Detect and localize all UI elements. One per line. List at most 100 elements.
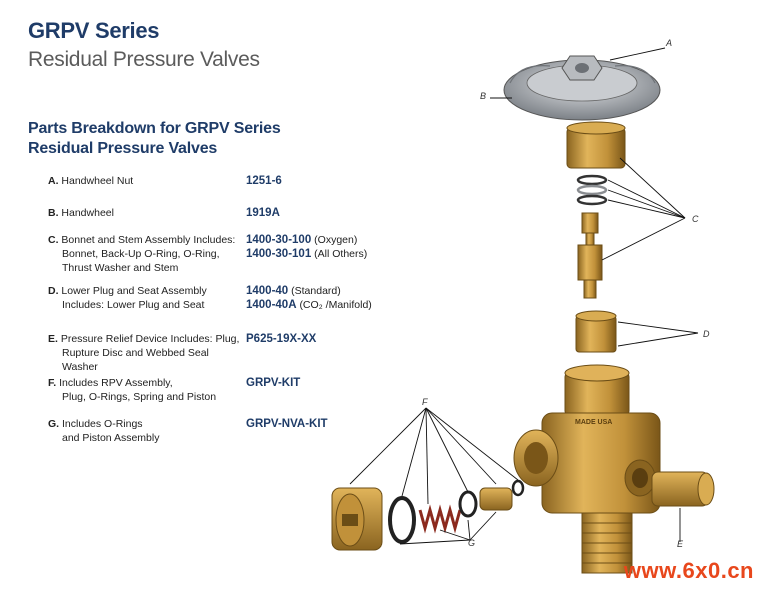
part-number-note: (Standard) — [291, 285, 341, 297]
part-description-text: Handwheel — [61, 207, 114, 219]
part-description-text: Includes RPV Assembly, — [59, 377, 173, 389]
part-row: C. Bonnet and Stem Assembly Includes:Bon… — [48, 233, 388, 281]
part-description: C. Bonnet and Stem Assembly Includes:Bon… — [48, 233, 243, 275]
rpv-plug-part — [331, 487, 383, 551]
part-numbers: 1251-6 — [246, 174, 406, 188]
part-description-text: Lower Plug and Seat Assembly — [61, 285, 207, 297]
o-ring-washers-part — [576, 174, 608, 206]
callout-b: B — [480, 91, 487, 101]
stem-part — [577, 212, 603, 299]
part-description-text: Handwheel Nut — [61, 175, 134, 187]
watermark: www.6x0.cn — [623, 558, 754, 583]
part-number-line: 1400-40A (CO₂ /Manifold) — [246, 298, 406, 312]
callout-e: E — [677, 539, 684, 549]
part-numbers: GRPV-NVA-KIT — [246, 417, 406, 431]
part-number-note: (Oxygen) — [314, 234, 358, 246]
part-number: 1400-40A — [246, 299, 297, 311]
page-title: GRPV Series — [28, 18, 160, 43]
part-description-line: A. Handwheel Nut — [48, 174, 243, 188]
lower-plug-seat-part — [575, 310, 617, 353]
handwheel-part — [503, 59, 661, 121]
part-numbers: 1919A — [246, 206, 406, 220]
part-numbers: 1400-30-100 (Oxygen)1400-30-101 (All Oth… — [246, 233, 406, 261]
part-description-line: and Piston Assembly — [62, 432, 160, 444]
part-description-line: Includes: Lower Plug and Seat — [62, 299, 205, 311]
part-row: F. Includes RPV Assembly,Plug, O-Rings, … — [48, 376, 388, 414]
part-letter: C. — [48, 234, 59, 246]
valve-diagram-svg: MADE USA — [331, 47, 715, 574]
part-number-line: 1400-30-100 (Oxygen) — [246, 233, 406, 247]
part-description-line: Thrust Washer and Stem — [62, 262, 179, 274]
bonnet-part — [566, 121, 626, 169]
part-number-line: 1251-6 — [246, 174, 406, 188]
part-number: 1251-6 — [246, 175, 282, 187]
part-description-line: Rupture Disc and Webbed Seal Washer — [62, 347, 209, 373]
part-number: GRPV-KIT — [246, 377, 301, 389]
part-number-line: 1400-30-101 (All Others) — [246, 247, 406, 261]
part-letter: D. — [48, 285, 59, 297]
callout-g: G — [468, 538, 476, 548]
valve-exploded-diagram: MADE USA — [320, 28, 768, 592]
part-letter: A. — [48, 175, 59, 187]
part-number-line: 1400-40 (Standard) — [246, 284, 406, 298]
part-number-line: GRPV-KIT — [246, 376, 406, 390]
leader-lines — [349, 47, 699, 545]
handwheel-nut-part — [561, 55, 603, 81]
part-description-line: Plug, O-Rings, Spring and Piston — [62, 391, 217, 403]
part-number-line: GRPV-NVA-KIT — [246, 417, 406, 431]
part-number: 1400-30-100 — [246, 234, 312, 246]
part-description-line: E. Pressure Relief Device Includes: Plug… — [48, 332, 243, 346]
part-description: B. Handwheel — [48, 206, 243, 220]
part-letter: E. — [48, 333, 58, 345]
part-letter: G. — [48, 418, 60, 430]
part-number-note: (All Others) — [314, 248, 368, 260]
part-description-text: Bonnet and Stem Assembly Includes: — [61, 234, 236, 246]
rpv-o-ring-large — [388, 496, 416, 544]
part-description-line: G. Includes O-Rings — [48, 417, 243, 431]
part-description-line: D. Lower Plug and Seat Assembly — [48, 284, 243, 298]
rpv-spring-part — [418, 504, 462, 534]
callout-f: F — [422, 397, 428, 407]
section-heading: Parts Breakdown for GRPV Series Residual… — [28, 119, 281, 159]
callout-a: A — [666, 38, 673, 48]
part-description: A. Handwheel Nut — [48, 174, 243, 188]
part-numbers: GRPV-KIT — [246, 376, 406, 390]
part-number-line: 1919A — [246, 206, 406, 220]
part-numbers: P625-19X-XX — [246, 332, 406, 346]
part-row: E. Pressure Relief Device Includes: Plug… — [48, 332, 388, 374]
part-number: 1919A — [246, 207, 280, 219]
callout-d: D — [703, 329, 710, 339]
part-description-line: C. Bonnet and Stem Assembly Includes: — [48, 233, 243, 247]
part-description: E. Pressure Relief Device Includes: Plug… — [48, 332, 243, 374]
part-number: GRPV-NVA-KIT — [246, 418, 328, 430]
part-number: 1400-40 — [246, 285, 289, 297]
part-description-text: Includes O-Rings — [62, 418, 143, 430]
part-number: 1400-30-101 — [246, 248, 312, 260]
part-number: P625-19X-XX — [246, 333, 317, 345]
section-heading-line1: Parts Breakdown for GRPV Series — [28, 120, 281, 137]
part-letter: B. — [48, 207, 59, 219]
body-stamp: MADE USA — [575, 419, 612, 426]
section-heading-line2: Residual Pressure Valves — [28, 140, 218, 157]
part-numbers: 1400-40 (Standard)1400-40A (CO₂ /Manifol… — [246, 284, 406, 312]
part-letter: F. — [48, 377, 57, 389]
callout-c: C — [692, 214, 699, 224]
part-number-line: P625-19X-XX — [246, 332, 406, 346]
part-description: F. Includes RPV Assembly,Plug, O-Rings, … — [48, 376, 243, 404]
rpv-o-ring-small — [458, 490, 478, 518]
pressure-relief-device-part — [651, 471, 715, 507]
rpv-piston-part — [479, 479, 525, 511]
part-description-line: Bonnet, Back-Up O-Ring, O-Ring, — [62, 248, 220, 260]
part-description-line: F. Includes RPV Assembly, — [48, 376, 243, 390]
part-description-line: B. Handwheel — [48, 206, 243, 220]
part-number-note: (CO₂ /Manifold) — [299, 299, 372, 311]
part-description-text: Pressure Relief Device Includes: Plug, — [60, 333, 240, 345]
page-subtitle: Residual Pressure Valves — [28, 48, 260, 71]
valve-body-part: MADE USA — [513, 364, 661, 574]
